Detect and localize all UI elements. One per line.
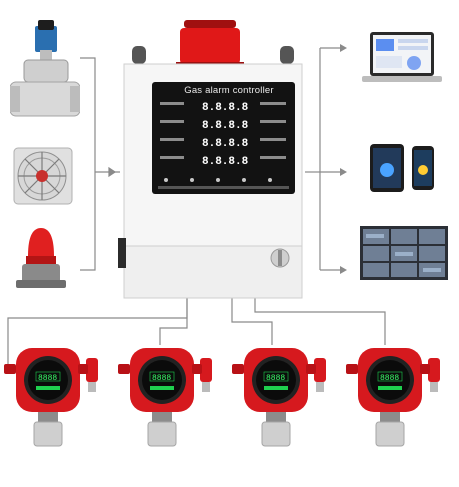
arrow-right-icon	[340, 44, 347, 52]
gas-detector-1	[3, 347, 99, 447]
channel-readout-4: 8.8.8.8	[202, 156, 249, 168]
video-wall-icon	[360, 226, 448, 280]
detector-line-4	[254, 298, 386, 345]
mobile-devices-icon	[370, 144, 434, 192]
strobe-light-icon	[16, 228, 66, 288]
detector-line-3	[231, 298, 273, 345]
input-bracket-line	[80, 57, 96, 271]
detector-line-2	[159, 298, 188, 345]
controller-display-panel: 8.8.8.8 8.8.8.8 8.8.8.8 8.8.8.8	[152, 82, 295, 194]
channel-readout-1: 8.8.8.8	[202, 102, 249, 114]
channel-readout-2: 8.8.8.8	[202, 120, 249, 132]
channel-readout-3: 8.8.8.8	[202, 138, 249, 150]
gas-detector-3	[231, 347, 327, 447]
input-arrow-icon	[108, 166, 117, 178]
solenoid-valve-icon	[10, 20, 80, 117]
detectors-row: 8888	[3, 347, 441, 447]
controller-title: Gas alarm controller	[184, 85, 274, 96]
arrow-right-icon	[340, 266, 347, 274]
gas-detector-4	[345, 347, 441, 447]
gas-detector-2	[117, 347, 213, 447]
exhaust-fan-icon	[13, 147, 73, 205]
laptop-icon	[362, 32, 442, 82]
arrow-right-icon	[340, 168, 347, 176]
